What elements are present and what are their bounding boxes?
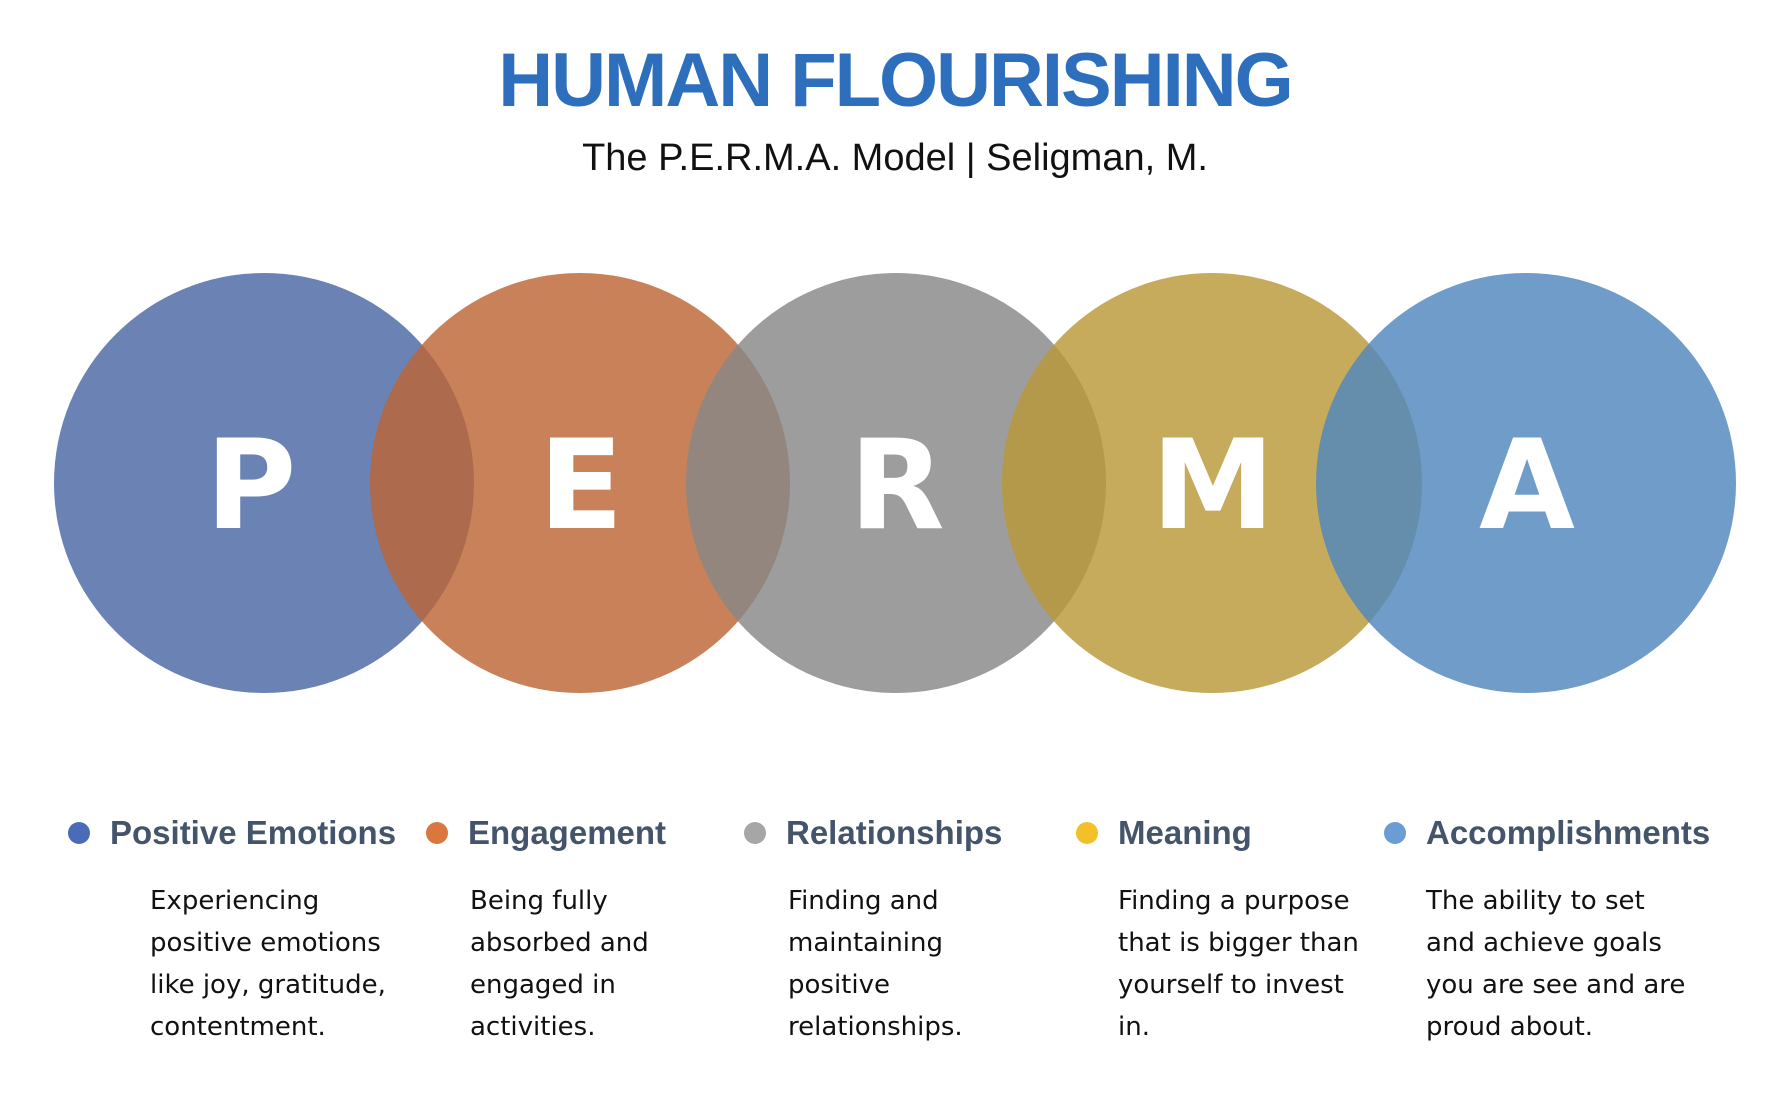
bullet-dot-icon (744, 822, 766, 844)
circle-letter-e: E (539, 414, 624, 558)
bullet-dot-icon (426, 822, 448, 844)
subtitle: The P.E.R.M.A. Model | Seligman, M. (582, 137, 1208, 179)
circle-meaning (1002, 273, 1422, 693)
pillar-name: Positive Emotions (110, 814, 397, 851)
circle-letter-p: P (206, 414, 297, 558)
pillar-name: Meaning (1118, 814, 1252, 851)
pillar-description: Experiencing positive emotions like joy,… (150, 886, 386, 1042)
pillar-description: The ability to set and achieve goals you… (1426, 886, 1686, 1042)
pillar-name: Accomplishments (1426, 814, 1711, 851)
circle-letter-a: A (1479, 414, 1575, 558)
circle-letter-r: R (849, 414, 944, 558)
circle-relationships (686, 273, 1106, 693)
circle-positive-emotions (54, 273, 474, 693)
pillar-heading: Engagement (426, 814, 666, 852)
bullet-dot-icon (1076, 822, 1098, 844)
bullet-dot-icon (1384, 822, 1406, 844)
pillar-name: Relationships (786, 814, 1003, 851)
pillar-heading: Meaning (1076, 814, 1252, 852)
title: HUMAN FLOURISHING (498, 38, 1294, 123)
pillar-heading: Relationships (744, 814, 1002, 852)
pillar-description: Being fully absorbed and engaged in acti… (470, 886, 649, 1042)
pillar-heading: Accomplishments (1384, 814, 1710, 852)
pillar-heading: Positive Emotions (68, 814, 396, 852)
pillar-name: Engagement (468, 814, 667, 851)
circle-letter-m: M (1151, 414, 1274, 558)
circle-accomplishments (1316, 273, 1736, 693)
bullet-dot-icon (68, 822, 90, 844)
pillar-description: Finding a purpose that is bigger than yo… (1118, 886, 1359, 1042)
circle-engagement (370, 273, 790, 693)
pillar-description: Finding and maintaining positive relatio… (788, 886, 963, 1042)
